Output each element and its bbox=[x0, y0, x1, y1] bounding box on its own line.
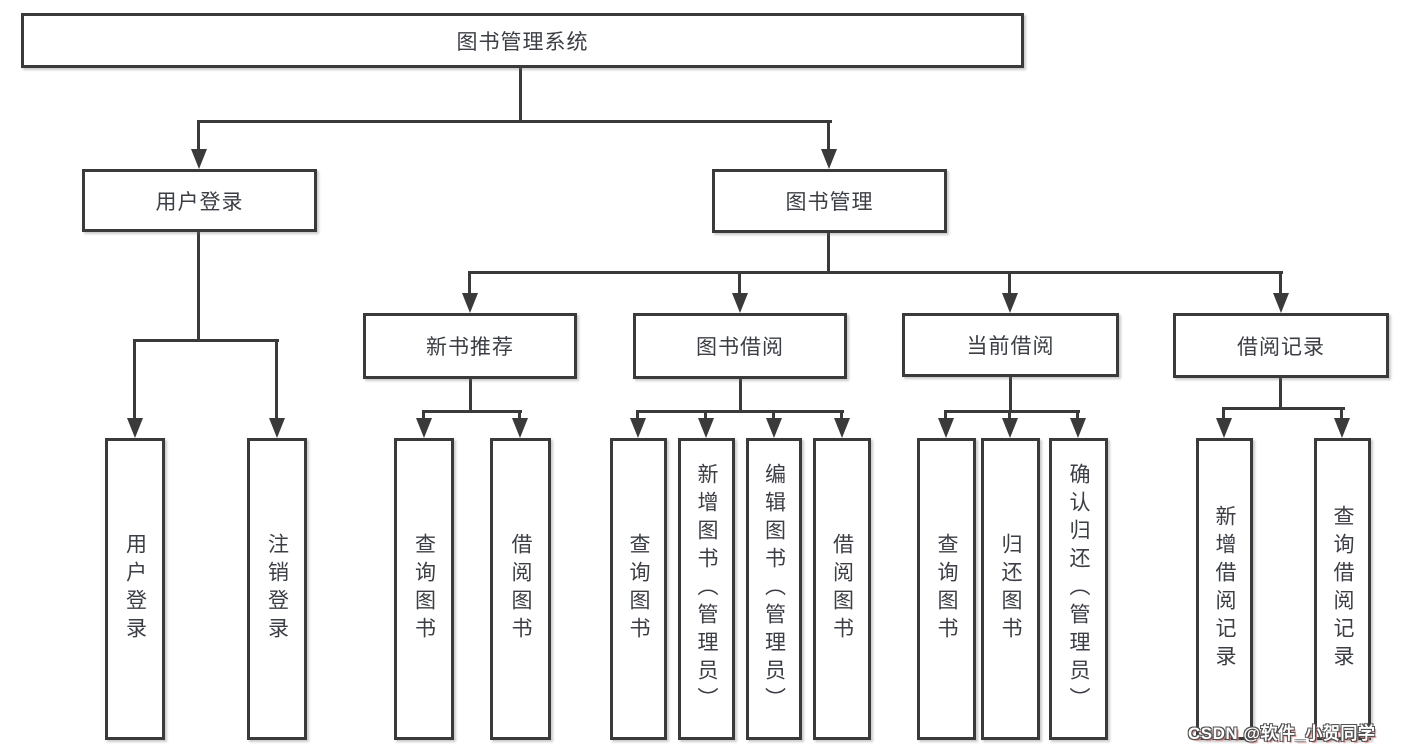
arrow-to-confirm-return bbox=[1070, 410, 1086, 438]
leaf-logout-label: 注销登录 bbox=[265, 533, 289, 645]
leaf-borrow-book-2: 借阅图书 bbox=[813, 438, 871, 740]
leaf-return-book-label: 归还图书 bbox=[999, 533, 1022, 645]
leaf-query-book-3: 查询图书 bbox=[917, 438, 976, 740]
leaf-edit-book-label: 编辑图书（管理员） bbox=[762, 463, 786, 715]
connector-borrow-record-drop bbox=[1279, 378, 1282, 410]
connector-user-login-drop bbox=[197, 231, 200, 341]
leaf-query-book-1-label: 查询图书 bbox=[412, 533, 436, 645]
arrow-to-leaf-logout bbox=[269, 339, 285, 438]
connector-borrow-record-bar bbox=[1222, 407, 1345, 410]
leaf-logout: 注销登录 bbox=[247, 438, 307, 740]
arrow-to-edit-book bbox=[766, 410, 782, 438]
connector-book-borrow-bar bbox=[636, 410, 844, 413]
connector-book-mgmt-drop bbox=[827, 232, 830, 274]
node-root: 图书管理系统 bbox=[21, 13, 1024, 68]
arrow-to-book-mgmt bbox=[821, 120, 837, 169]
leaf-return-book: 归还图书 bbox=[981, 438, 1040, 740]
leaf-query-book-2: 查询图书 bbox=[610, 438, 667, 740]
arrow-to-query-book-3 bbox=[938, 410, 954, 438]
arrow-to-query-book-2 bbox=[630, 410, 646, 438]
leaf-confirm-return-label: 确认归还（管理员） bbox=[1067, 463, 1090, 715]
leaf-query-record: 查询借阅记录 bbox=[1314, 438, 1371, 740]
leaf-add-record-label: 新增借阅记录 bbox=[1213, 505, 1236, 673]
leaf-query-book-3-label: 查询图书 bbox=[935, 533, 958, 645]
node-book-borrow-label: 图书借阅 bbox=[696, 336, 784, 359]
leaf-user-login: 用户登录 bbox=[105, 438, 165, 740]
arrow-to-query-record bbox=[1334, 407, 1350, 438]
arrow-to-add-book bbox=[698, 410, 714, 438]
leaf-user-login-label: 用户登录 bbox=[123, 533, 147, 645]
leaf-borrow-book-2-label: 借阅图书 bbox=[830, 533, 854, 645]
leaf-add-record: 新增借阅记录 bbox=[1196, 438, 1253, 740]
arrow-to-new-book-rec bbox=[462, 271, 478, 313]
leaf-borrow-book-1-label: 借阅图书 bbox=[509, 533, 532, 645]
node-current-borrow-label: 当前借阅 bbox=[966, 335, 1055, 358]
node-new-book-rec: 新书推荐 bbox=[363, 313, 577, 379]
connector-current-borrow-bar bbox=[944, 410, 1080, 413]
arrow-to-leaf-user-login bbox=[127, 339, 143, 438]
leaf-add-book-label: 新增图书（管理员） bbox=[695, 463, 718, 715]
leaf-borrow-book-1: 借阅图书 bbox=[490, 438, 551, 740]
leaf-add-book: 新增图书（管理员） bbox=[678, 438, 735, 740]
connector-new-book-rec-bar bbox=[422, 410, 522, 413]
node-new-book-rec-label: 新书推荐 bbox=[426, 336, 514, 359]
arrow-to-query-book-1 bbox=[416, 410, 432, 438]
leaf-query-book-2-label: 查询图书 bbox=[627, 533, 650, 645]
arrow-to-current-borrow bbox=[1002, 271, 1018, 313]
arrow-to-borrow-book-1 bbox=[512, 410, 528, 438]
connector-level2-bar bbox=[468, 271, 1283, 274]
arrow-to-book-borrow bbox=[732, 271, 748, 313]
node-book-borrow: 图书借阅 bbox=[633, 313, 847, 379]
leaf-query-book-1: 查询图书 bbox=[394, 438, 454, 740]
leaf-query-record-label: 查询借阅记录 bbox=[1331, 505, 1354, 673]
connector-book-borrow-drop bbox=[739, 379, 742, 413]
connector-root-drop bbox=[519, 68, 522, 122]
arrow-to-user-login bbox=[191, 120, 207, 169]
arrow-to-add-record bbox=[1216, 407, 1232, 438]
node-book-mgmt-label: 图书管理 bbox=[785, 191, 874, 214]
arrow-to-return-book bbox=[1002, 410, 1018, 438]
connector-current-borrow-drop bbox=[1009, 377, 1012, 413]
node-borrow-record: 借阅记录 bbox=[1173, 313, 1389, 378]
node-book-mgmt: 图书管理 bbox=[712, 169, 947, 233]
csdn-watermark: CSDN @软件_小贺同学 bbox=[1188, 724, 1376, 743]
leaf-edit-book: 编辑图书（管理员） bbox=[746, 438, 802, 740]
connector-new-book-rec-drop bbox=[469, 379, 472, 413]
connector-user-login-bar bbox=[133, 339, 279, 342]
connector-level1-bar bbox=[197, 120, 832, 123]
node-user-login: 用户登录 bbox=[82, 169, 317, 232]
node-root-label: 图书管理系统 bbox=[456, 30, 589, 54]
leaf-confirm-return: 确认归还（管理员） bbox=[1049, 438, 1108, 740]
node-current-borrow: 当前借阅 bbox=[902, 313, 1119, 377]
node-user-login-label: 用户登录 bbox=[155, 190, 244, 214]
arrow-to-borrow-book-2 bbox=[834, 410, 850, 438]
node-borrow-record-label: 借阅记录 bbox=[1237, 335, 1325, 359]
arrow-to-borrow-record bbox=[1273, 271, 1289, 313]
